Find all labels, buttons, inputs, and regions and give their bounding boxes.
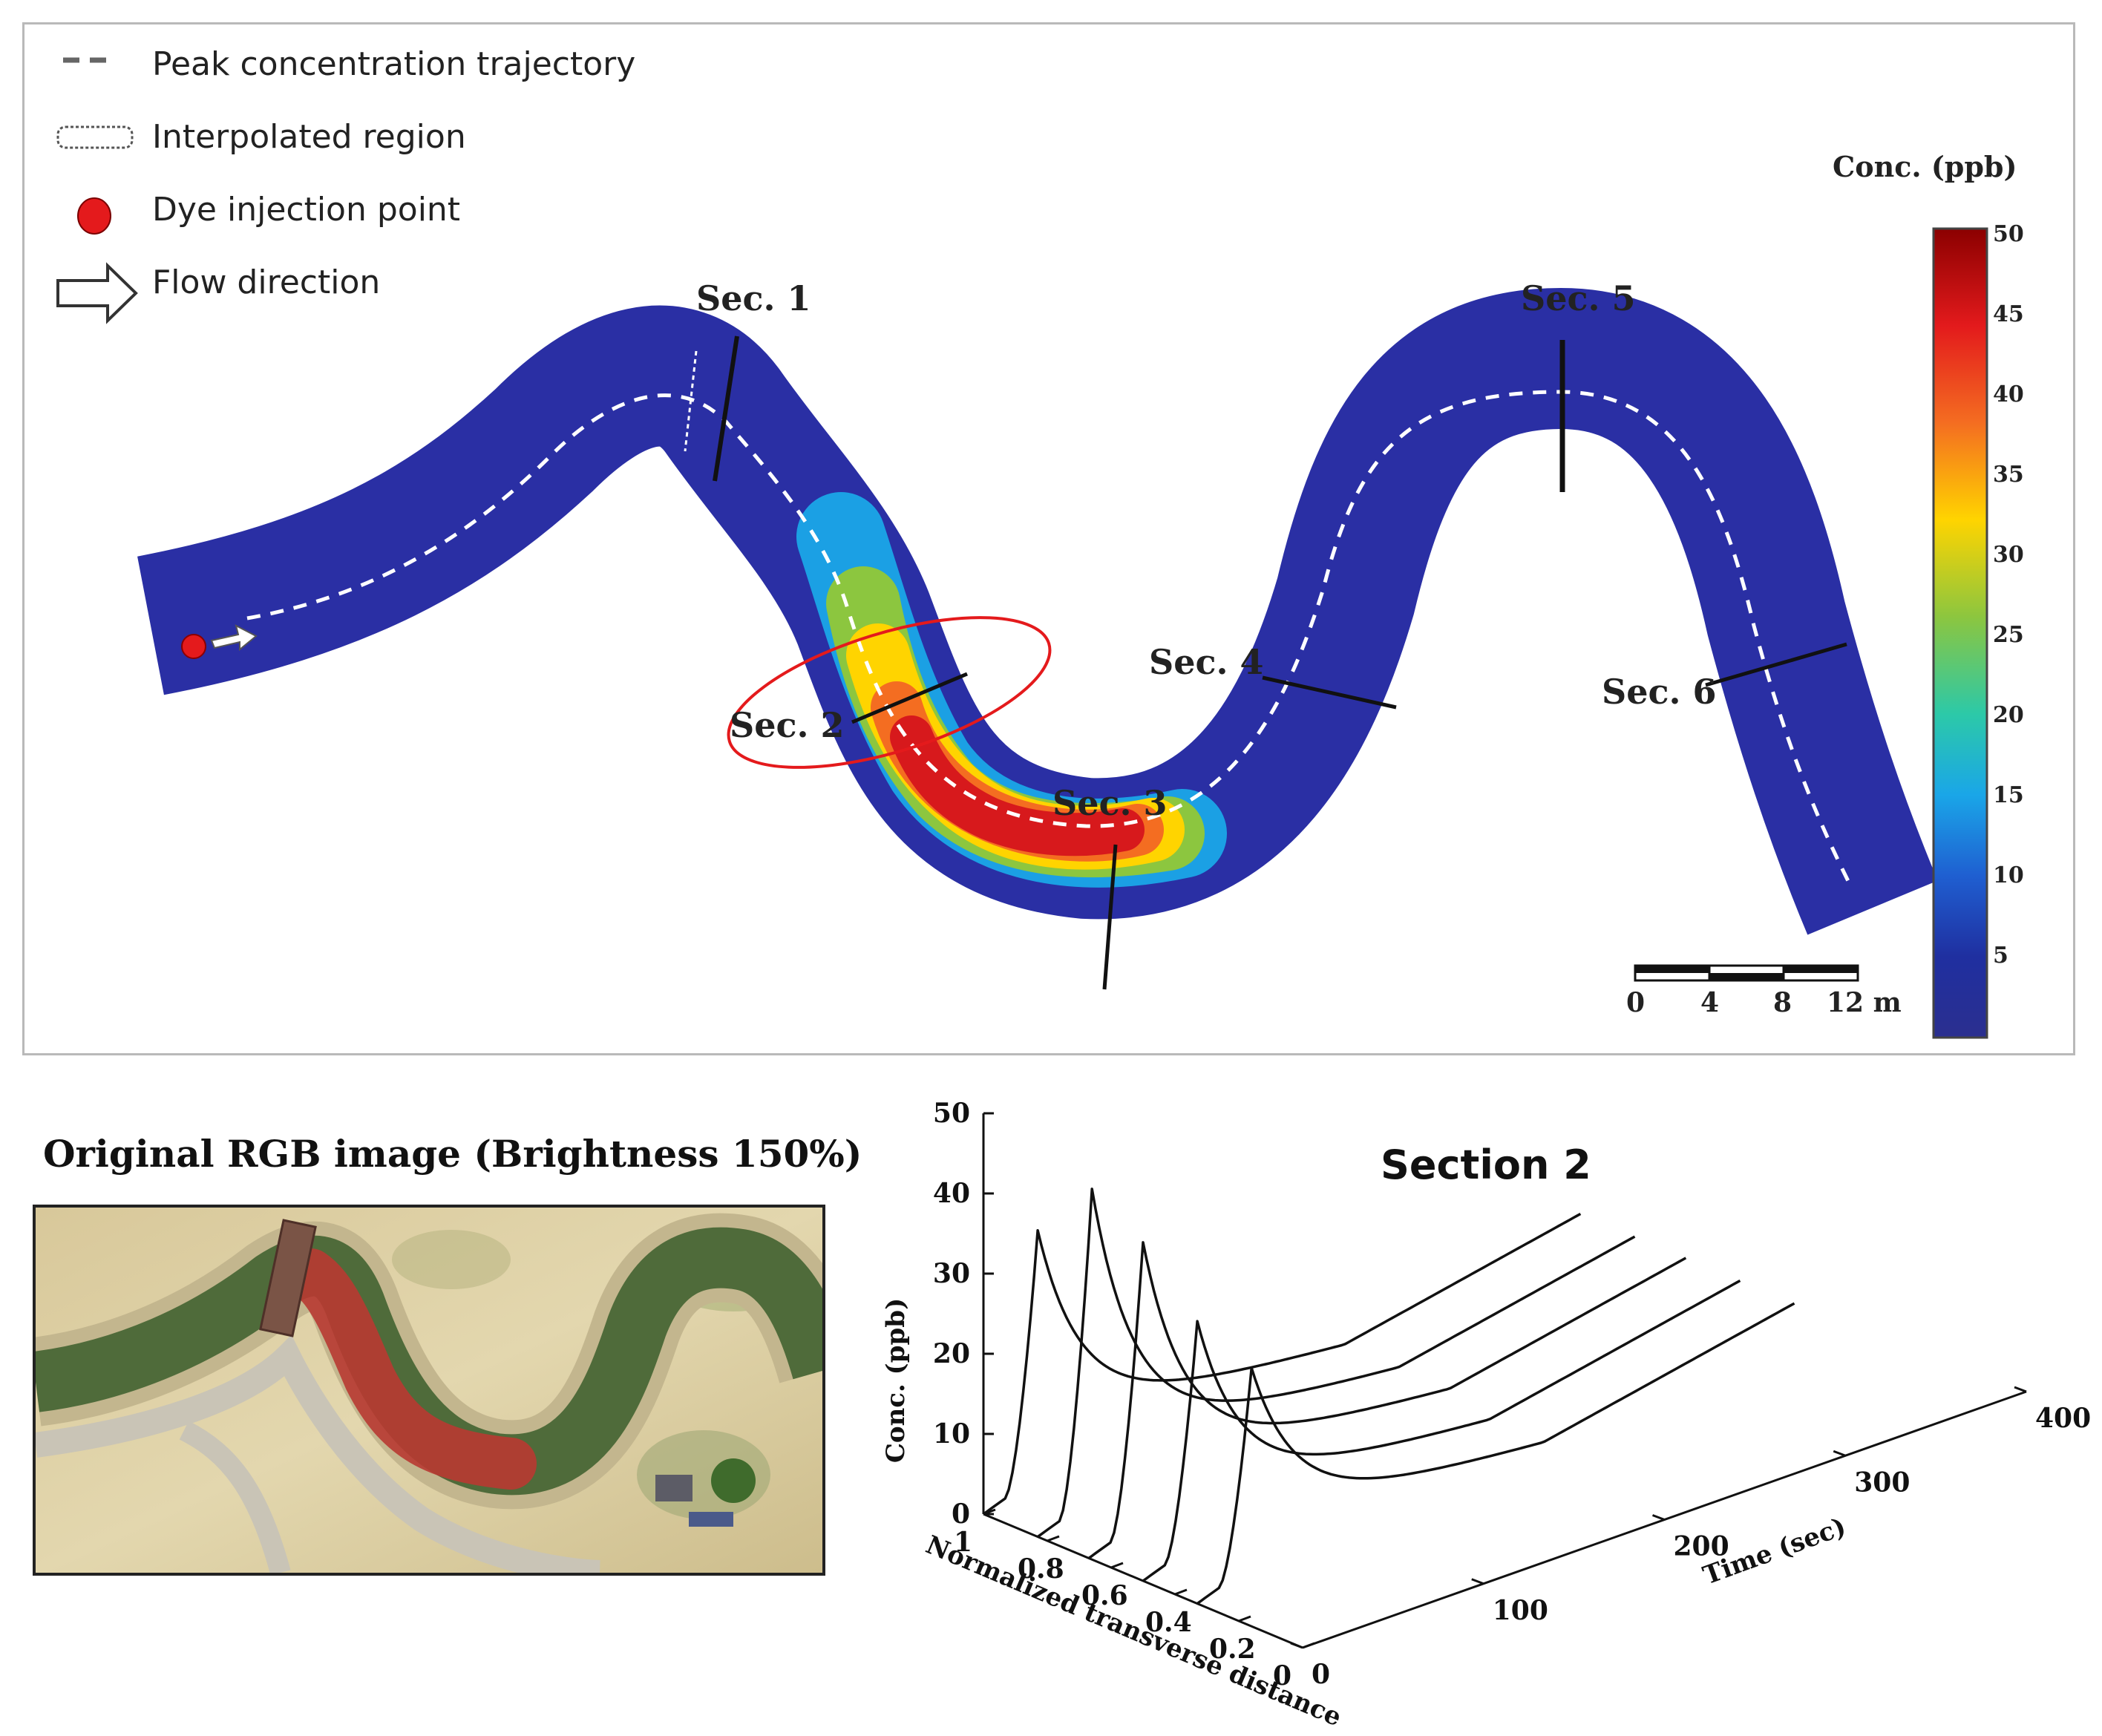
scale-tick-8: 8 bbox=[1773, 987, 1792, 1018]
time-tick-label: 200 bbox=[1674, 1531, 1729, 1562]
colorbar-tick-50: 50 bbox=[1993, 221, 2024, 247]
colorbar-tick-30: 30 bbox=[1993, 542, 2024, 568]
colorbar-tick-25: 25 bbox=[1993, 622, 2024, 648]
colorbar-tick-10: 10 bbox=[1993, 862, 2024, 888]
time-tick-label: 300 bbox=[1854, 1467, 1910, 1498]
transverse-tick-mark bbox=[1047, 1535, 1060, 1542]
legend-label-trajectory: Peak concentration trajectory bbox=[152, 45, 635, 83]
transverse-tick-mark bbox=[1174, 1588, 1188, 1596]
time-tick-label: 0 bbox=[1312, 1659, 1330, 1690]
legend-label-flow: Flow direction bbox=[152, 263, 380, 301]
colorbar-tick-35: 35 bbox=[1993, 462, 2024, 488]
transverse-tick-label: 0.8 bbox=[1018, 1553, 1064, 1585]
rgb-aerial-image bbox=[33, 1205, 825, 1576]
section-2-chart: Section 2 0 10 20 30 40 50 Conc. (ppb) 1 0.8 0.… bbox=[846, 1069, 2102, 1736]
dotted-rect-icon bbox=[56, 125, 134, 149]
scale-tick-12: 12 m bbox=[1827, 987, 1902, 1018]
arrow-right-icon bbox=[56, 262, 138, 324]
rgb-panel-title: Original RGB image (Brightness 150%) bbox=[43, 1132, 862, 1176]
time-tick-mark bbox=[2014, 1386, 2027, 1393]
time-tick-label: 100 bbox=[1493, 1595, 1548, 1626]
concentration-curve bbox=[1142, 1279, 1741, 1582]
concentration-curve bbox=[1087, 1241, 1687, 1559]
sec-2-highlight-ellipse bbox=[727, 616, 1052, 769]
section-line-2 bbox=[851, 672, 968, 724]
transverse-tick-label: 1 bbox=[954, 1527, 972, 1558]
concentration-curve bbox=[982, 1212, 1582, 1516]
sec-4-label: Sec. 4 bbox=[1149, 642, 1264, 682]
colorbar-gradient bbox=[1932, 227, 1988, 1039]
legend-label-interpolated: Interpolated region bbox=[152, 118, 466, 156]
colorbar-tick-5: 5 bbox=[1993, 943, 2008, 969]
time-tick-label: 400 bbox=[2035, 1403, 2091, 1434]
colorbar-tick-15: 15 bbox=[1993, 782, 2024, 808]
sec-1-label: Sec. 1 bbox=[696, 278, 811, 318]
transverse-axis-label: Normalized transverse distance bbox=[921, 1530, 1346, 1732]
colorbar-tick-20: 20 bbox=[1993, 702, 2024, 728]
transverse-tick-mark bbox=[1238, 1615, 1251, 1622]
legend-label-injection: Dye injection point bbox=[152, 191, 460, 229]
sec-2-label: Sec. 2 bbox=[730, 705, 845, 745]
sec-3-label: Sec. 3 bbox=[1052, 783, 1168, 823]
flow-direction-arrow bbox=[210, 624, 258, 652]
section-line-3 bbox=[1102, 844, 1118, 990]
time-tick-mark bbox=[1833, 1450, 1846, 1457]
z-tick-label: 50 bbox=[933, 1098, 970, 1129]
scale-tick-0: 0 bbox=[1626, 987, 1645, 1018]
concentration-curve bbox=[1196, 1302, 1795, 1605]
sec-5-label: Sec. 5 bbox=[1521, 278, 1636, 318]
z-tick-label: 30 bbox=[933, 1258, 970, 1289]
colorbar: Conc. (ppb) 50 45 40 35 30 25 20 15 10 5 bbox=[1833, 150, 2024, 1039]
scale-bar: 0 4 8 12 m bbox=[1626, 964, 1902, 1018]
time-tick-mark bbox=[1471, 1578, 1484, 1585]
sec-6-label: Sec. 6 bbox=[1602, 672, 1717, 712]
z-axis-label: Conc. (ppb) bbox=[881, 1298, 911, 1463]
colorbar-tick-40: 40 bbox=[1993, 381, 2024, 407]
dye-injection-point bbox=[181, 634, 206, 659]
z-tick-label: 10 bbox=[933, 1418, 970, 1450]
section-line-6 bbox=[1705, 642, 1847, 687]
chart-title: Section 2 bbox=[1381, 1141, 1591, 1188]
transverse-tick-mark bbox=[1110, 1562, 1124, 1569]
transverse-tick-label: 0.2 bbox=[1209, 1634, 1256, 1665]
time-tick-mark bbox=[1290, 1642, 1303, 1649]
section-2-3d-chart: Section 2 0 10 20 30 40 50 Conc. (ppb) 1 0.8 0.… bbox=[881, 1098, 2091, 1732]
concentration-map-panel: Sec. 1 Sec. 2 Sec. 3 Sec. 4 Sec. 5 Sec. … bbox=[22, 22, 2075, 1055]
scale-tick-4: 4 bbox=[1700, 987, 1719, 1018]
transverse-tick-label: 0.4 bbox=[1145, 1607, 1192, 1638]
concentration-map-svg: Sec. 1 Sec. 2 Sec. 3 Sec. 4 Sec. 5 Sec. … bbox=[56, 45, 2024, 1039]
z-tick-label: 0 bbox=[952, 1498, 970, 1530]
rgb-panel: Original RGB image (Brightness 150%) bbox=[30, 1132, 862, 1577]
section-line-4 bbox=[1262, 675, 1397, 710]
peak-concentration-trajectory bbox=[246, 390, 1853, 887]
transverse-tick-label: 0 bbox=[1273, 1660, 1291, 1691]
red-dot-icon bbox=[77, 197, 111, 235]
colorbar-title: Conc. (ppb) bbox=[1833, 150, 2017, 183]
legend: Peak concentration trajectory Interpolat… bbox=[56, 45, 635, 324]
time-tick-mark bbox=[1651, 1514, 1666, 1521]
section-line-1 bbox=[713, 335, 739, 482]
colorbar-tick-45: 45 bbox=[1993, 301, 2024, 327]
concentration-curve bbox=[1037, 1188, 1636, 1539]
transverse-tick-label: 0.6 bbox=[1081, 1580, 1128, 1611]
z-tick-label: 40 bbox=[933, 1178, 970, 1209]
z-tick-label: 20 bbox=[933, 1338, 970, 1369]
